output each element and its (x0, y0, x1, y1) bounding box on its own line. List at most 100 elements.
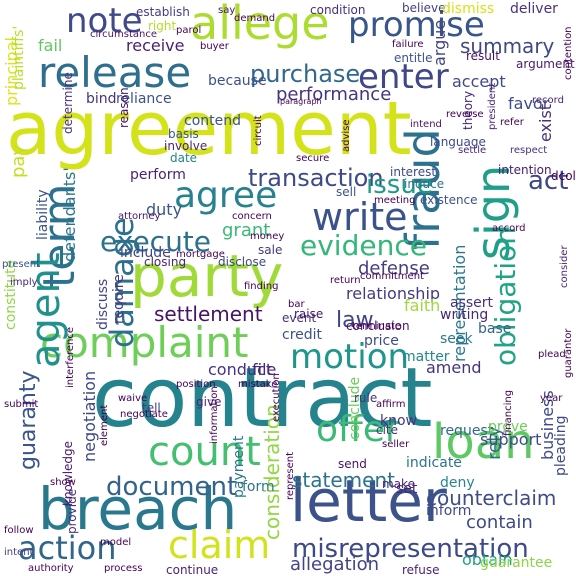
word-exist: exist (536, 103, 555, 142)
word-send: send (338, 457, 367, 471)
word-issue: issue (366, 170, 433, 200)
word-agreement: agreement (6, 86, 412, 172)
word-support: support (480, 430, 542, 449)
word-condition: condition (310, 3, 366, 17)
word-request: request (440, 423, 494, 439)
word-receive: receive (126, 36, 185, 55)
word-establish: establish (136, 5, 190, 19)
word-misrepresentation: misrepresentation (292, 534, 529, 564)
word-release: release (38, 48, 192, 97)
word-conduct: conduct (208, 360, 273, 379)
word-guaranty: guaranty (16, 370, 41, 470)
word-constitute: constitute (3, 259, 19, 330)
word-intend: intend (410, 119, 442, 130)
word-price: price (364, 333, 399, 349)
word-credit: credit (282, 327, 323, 343)
word-advise: advise (341, 119, 352, 152)
word-act: act (528, 166, 569, 196)
word-president: president (487, 82, 498, 130)
word-base: base (478, 321, 512, 337)
word-discuss: discuss (95, 278, 111, 330)
word-waive: waive (118, 393, 148, 404)
word-loan: loan (432, 414, 535, 470)
word-duty: duty (146, 200, 183, 219)
word-negotiate: negotiate (120, 409, 168, 420)
word-event: event (282, 311, 317, 325)
word-indicate: indicate (406, 455, 462, 471)
word-accept: accept (452, 72, 506, 91)
word-interference: interference (65, 326, 76, 388)
word-summary: summary (460, 34, 555, 58)
word-rule: rule (354, 391, 378, 405)
word-tell: tell (142, 401, 161, 415)
word-make: make (382, 477, 415, 491)
word-present: present (2, 259, 41, 270)
word-breach: breach (38, 475, 238, 543)
word-circumstance: circumstance (90, 29, 157, 40)
word-mistake: mistake (238, 379, 278, 390)
word-authority: authority (28, 563, 74, 574)
word-closing: closing (144, 255, 187, 269)
word-accord: accord (492, 223, 526, 234)
word-raise: raise (294, 307, 324, 321)
word-continue: continue (166, 563, 219, 576)
word-dismiss: dismiss (442, 1, 495, 17)
word-imply: imply (10, 277, 38, 288)
word-refer: refer (500, 117, 524, 128)
word-contention: contention (563, 26, 574, 80)
word-transaction: transaction (248, 164, 384, 192)
word-conclude: conclude (347, 376, 363, 440)
word-seek: seek (440, 331, 473, 347)
word-return: return (330, 275, 361, 286)
word-grant: grant (222, 220, 271, 241)
word-knowledge: knowledge (61, 440, 75, 506)
word-matter: matter (402, 349, 450, 365)
word-interest: interest (390, 165, 437, 179)
word-favor: favor (508, 94, 550, 113)
word-argue: argue (430, 19, 449, 66)
word-pleading: pleading (553, 415, 569, 476)
word-terminate: terminate (352, 321, 402, 332)
word-allege: allege (190, 0, 330, 50)
word-settlement: settlement (154, 302, 263, 326)
word-negotiation: negotiation (80, 370, 99, 462)
word-reliance: reliance (116, 91, 172, 107)
word-believe: believe (402, 1, 446, 15)
word-contract: contract (92, 351, 433, 446)
word-contain: contain (466, 512, 533, 533)
word-motion: motion (290, 337, 410, 377)
word-liability: liability (35, 189, 51, 240)
word-affirm: affirm (376, 399, 406, 410)
word-position: position (176, 379, 216, 390)
word-consider: consider (559, 245, 570, 288)
word-conclusion: conclusion (346, 319, 410, 333)
word-guarantee: guarantee (480, 555, 553, 571)
word-assert: assert (450, 295, 494, 311)
word-include: include (120, 245, 171, 261)
word-note: note (66, 1, 143, 41)
word-plead: plead (538, 349, 566, 360)
word-seller: seller (382, 439, 410, 450)
word-promise: promise (348, 5, 485, 45)
word-financing: financing (503, 389, 514, 436)
word-file: file (252, 360, 277, 379)
word-involve: involve (164, 139, 208, 153)
word-represent: represent (285, 451, 296, 500)
word-argument: argument (516, 57, 575, 71)
word-letter: letter (290, 467, 447, 535)
word-obligation: obligation (489, 226, 522, 366)
word-mortgage: mortgage (176, 249, 225, 260)
word-pay: pay (8, 144, 29, 178)
word-write: write (312, 195, 408, 239)
word-allegation: allegation (290, 554, 380, 575)
word-document: document (106, 472, 238, 502)
word-respect: respect (510, 145, 548, 156)
word-process: process (104, 563, 143, 574)
word-give: give (196, 395, 222, 409)
word-complaint: complaint (40, 318, 249, 367)
word-prove: prove (488, 419, 528, 435)
word-reverse: reverse (446, 109, 484, 120)
word-circuit: circuit (253, 115, 264, 146)
word-set: set (396, 481, 418, 497)
word-defendants-: defendants' (60, 167, 79, 262)
